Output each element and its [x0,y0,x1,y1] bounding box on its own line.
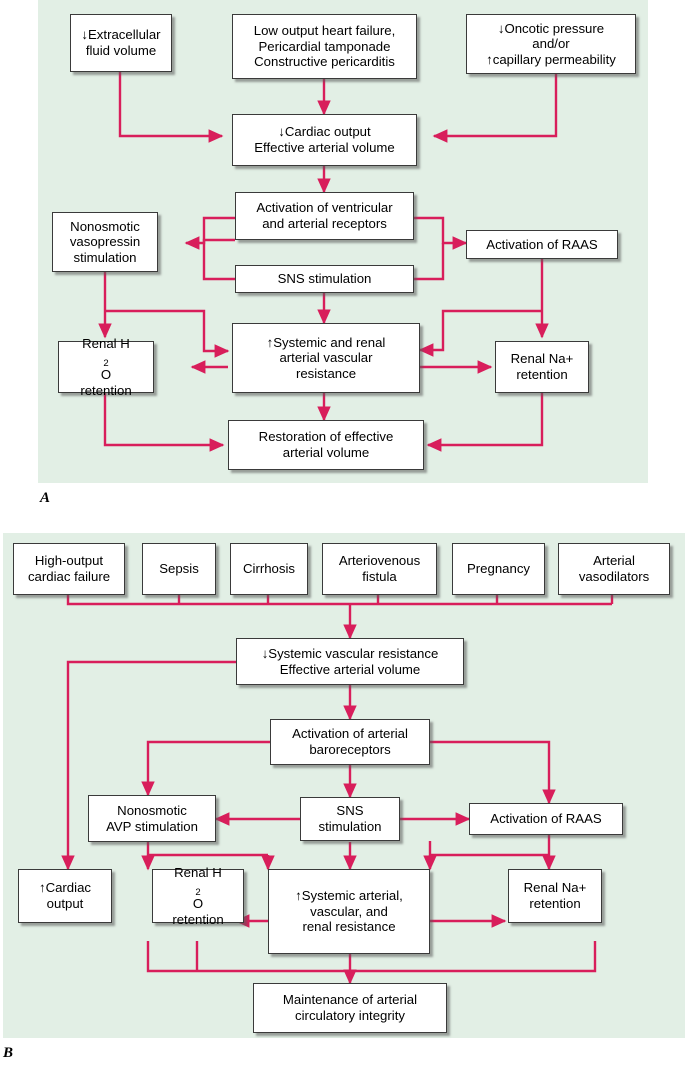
node-label: High-output cardiac failure [27,553,111,584]
node-label: Renal Na+ retention [523,880,587,911]
node-label: Arteriovenous fistula [338,553,421,584]
node-label: Cirrhosis [242,561,296,577]
node-b-cirrhosis[interactable]: Cirrhosis [230,543,308,595]
panel-b-label: B [3,1045,14,1061]
node-label-part-2: O retention [80,367,132,398]
node-label: Low output heart failure, Pericardial ta… [253,23,396,70]
node-label: ↑Systemic arterial, vascular, and renal … [295,888,403,935]
node-label: SNS stimulation [318,803,382,834]
node-label-subscript: 2 [195,887,201,899]
node-label: ↓Oncotic pressure and/or ↑capillary perm… [486,20,616,67]
node-label: Sepsis [159,561,199,577]
panel-a-label: A [40,490,51,506]
node-b-maintenance-arterial-circulatory-integrity[interactable]: Maintenance of arterial circulatory inte… [253,983,447,1033]
node-label: ↑Systemic and renal arterial vascular re… [266,334,386,381]
node-label: ↑Cardiac output [38,880,92,911]
node-label: SNS stimulation [277,271,372,287]
node-b-pregnancy[interactable]: Pregnancy [452,543,545,595]
panel-b-background [3,533,685,1038]
node-a-sns-stimulation[interactable]: SNS stimulation [235,265,414,293]
node-label: ↓Cardiac output Effective arterial volum… [254,124,395,155]
node-label-part-1: Renal H [82,335,130,351]
node-b-activation-arterial-baroreceptors[interactable]: Activation of arterial baroreceptors [270,719,430,765]
node-label: Arterial vasodilators [578,553,650,584]
node-a-activation-of-raas[interactable]: Activation of RAAS [466,230,618,259]
node-label: Pregnancy [466,561,531,577]
node-label: ↓Extracellular fluid volume [81,27,161,58]
node-label-part-2: O retention [172,896,224,927]
node-a-oncotic-pressure[interactable]: ↓Oncotic pressure and/or ↑capillary perm… [466,14,636,74]
node-b-nonosmotic-avp-stimulation[interactable]: Nonosmotic AVP stimulation [88,795,216,842]
node-a-low-output-heart-failure[interactable]: Low output heart failure, Pericardial ta… [232,14,417,79]
node-label: Activation of arterial baroreceptors [292,726,408,757]
node-label: Nonosmotic AVP stimulation [106,802,198,834]
node-a-activation-of-receptors[interactable]: Activation of ventricular and arterial r… [235,192,414,240]
node-label: Nonosmotic vasopressin stimulation [69,218,141,265]
node-b-systemic-vascular-resistance[interactable]: ↓Systemic vascular resistance Effective … [236,638,464,685]
node-label-part-1: Renal H [174,864,222,880]
node-b-activation-of-raas[interactable]: Activation of RAAS [469,803,623,835]
node-label: Maintenance of arterial circulatory inte… [282,992,418,1023]
node-label: ↓Systemic vascular resistance Effective … [261,645,439,677]
node-label: Renal Na+ retention [510,351,574,382]
node-b-sns-stimulation[interactable]: SNS stimulation [300,797,400,841]
node-b-arterial-vasodilators[interactable]: Arterial vasodilators [558,543,670,595]
node-a-renal-na-retention[interactable]: Renal Na+ retention [495,341,589,393]
node-label: Activation of RAAS [490,811,602,827]
node-a-systemic-renal-resistance[interactable]: ↑Systemic and renal arterial vascular re… [232,323,420,393]
node-b-cardiac-output[interactable]: ↑Cardiac output [18,869,112,923]
node-a-cardiac-output[interactable]: ↓Cardiac output Effective arterial volum… [232,114,417,166]
node-label: Activation of RAAS [486,236,598,252]
node-a-restoration-effective-arterial-volume[interactable]: Restoration of effective arterial volume [228,420,424,470]
node-b-sepsis[interactable]: Sepsis [142,543,216,595]
node-label: Activation of ventricular and arterial r… [256,200,393,231]
node-b-high-output-cardiac-failure[interactable]: High-output cardiac failure [13,543,125,595]
node-label: Restoration of effective arterial volume [258,429,394,460]
node-a-nonosmotic-vasopressin-stimulation[interactable]: Nonosmotic vasopressin stimulation [52,212,158,272]
node-b-arteriovenous-fistula[interactable]: Arteriovenous fistula [322,543,437,595]
node-b-systemic-arterial-vascular-renal-resistance[interactable]: ↑Systemic arterial, vascular, and renal … [268,869,430,954]
node-b-renal-na-retention[interactable]: Renal Na+ retention [508,869,602,923]
node-label-subscript: 2 [103,358,109,370]
node-a-extracellular-fluid-volume[interactable]: ↓Extracellular fluid volume [70,14,172,72]
